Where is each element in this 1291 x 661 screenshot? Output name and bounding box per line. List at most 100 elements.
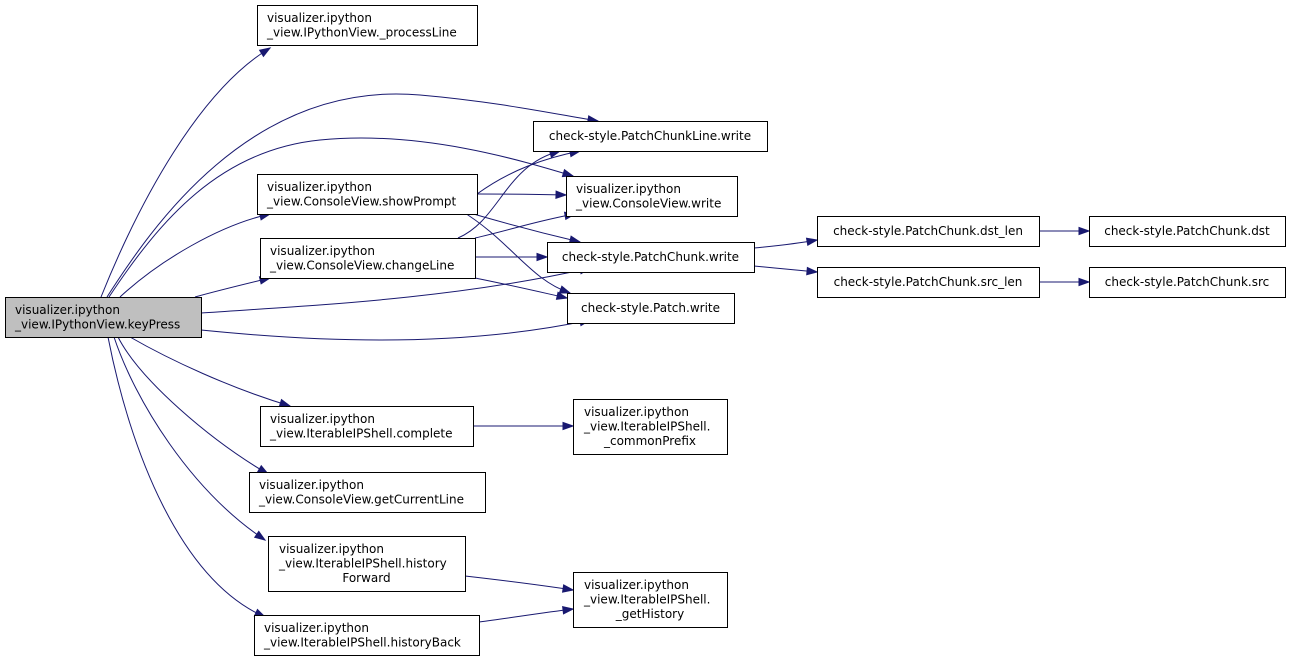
node-box [260, 406, 474, 447]
edge-keyPress-to-showPrompt [119, 212, 272, 298]
node-box [254, 615, 480, 656]
node-box [547, 242, 755, 273]
node-dst[interactable]: check-style.PatchChunk.dst [1089, 216, 1286, 247]
node-label-line: Forward [342, 571, 390, 585]
node-cv_write[interactable]: visualizer.ipython_view.ConsoleView.writ… [566, 176, 738, 217]
node-label-line: visualizer.ipython [279, 542, 384, 556]
edge-line [117, 336, 269, 475]
edge-complete-to-commonPrefix [473, 421, 575, 431]
node-box [5, 297, 202, 338]
edge-keyPress-to-p_write [200, 317, 592, 341]
edge-historyBack-to-getHistory [478, 606, 575, 623]
edge-line [457, 150, 561, 239]
edge-arrowhead [278, 398, 292, 408]
node-label-line: visualizer.ipython [270, 412, 375, 426]
node-label-line: _view.IterableIPShell.complete [269, 426, 453, 440]
node-label-line: check-style.Patch.write [581, 301, 720, 315]
node-label-line: check-style.PatchChunkLine.write [549, 129, 751, 143]
node-label-line: _view.IPythonView.keyPress [14, 317, 180, 331]
edge-arrowhead [258, 47, 272, 58]
edge-arrowhead [805, 237, 819, 247]
node-label-line: _view.IterableIPShell.historyBack [263, 635, 461, 649]
edge-line [478, 608, 574, 623]
edge-src_len-to-src [1038, 277, 1091, 287]
node-label-line: check-style.PatchChunk.dst [1104, 224, 1270, 238]
node-historyBack[interactable]: visualizer.ipython_view.IterableIPShell.… [254, 615, 480, 656]
node-label-line: _view.ConsoleView.getCurrentLine [258, 492, 464, 506]
node-box [257, 174, 478, 215]
node-p_write[interactable]: check-style.Patch.write [567, 293, 735, 324]
nodes-layer: visualizer.ipython _view.IPythonView.keyP… [5, 5, 1286, 656]
node-label-line: check-style.PatchChunk.write [562, 250, 739, 264]
edge-dst_len-to-dst [1039, 226, 1091, 236]
edge-arrowhead [253, 530, 267, 541]
edge-changeLine-to-p_write [474, 277, 569, 300]
edge-pc_write-to-src_len [753, 265, 819, 276]
edge-arrowhead [555, 190, 568, 200]
node-historyForward[interactable]: visualizer.ipython_view.IterableIPShell.… [268, 536, 466, 592]
edge-arrowhead [561, 584, 575, 593]
node-pc_write[interactable]: check-style.PatchChunk.write [547, 242, 755, 273]
edge-arrowhead [1078, 226, 1091, 236]
node-label-line: visualizer.ipython [584, 405, 689, 419]
edge-line [200, 267, 591, 314]
node-getCurrentLine[interactable]: visualizer.ipython_view.ConsoleView.getC… [249, 472, 486, 513]
node-box [566, 176, 738, 217]
node-getHistory[interactable]: visualizer.ipython_view.IterableIPShell.… [573, 572, 728, 628]
node-dst_len[interactable]: check-style.PatchChunk.dst_len [817, 216, 1040, 247]
edge-line [200, 319, 591, 341]
node-label-line: _view.ConsoleView.changeLine [269, 258, 454, 272]
edge-line [194, 277, 271, 298]
edge-line [476, 193, 567, 196]
node-box [268, 536, 466, 592]
edge-line [474, 213, 576, 239]
node-box [533, 121, 768, 152]
edge-keyPress-to-changeLine [194, 276, 272, 298]
node-label-line: visualizer.ipython [264, 621, 369, 635]
node-box [817, 216, 1040, 247]
edge-showPrompt-to-cv_write [476, 190, 568, 200]
node-label-line: _commonPrefix [603, 434, 696, 448]
node-label-line: visualizer.ipython [576, 182, 681, 196]
edge-keyPress-to-getCurrentLine [117, 336, 270, 475]
edge-arrowhead [558, 285, 572, 294]
node-label-line: visualizer.ipython [259, 478, 364, 492]
node-commonPrefix[interactable]: visualizer.ipython_view.IterableIPShell.… [573, 399, 728, 455]
edge-line [464, 575, 574, 591]
edge-arrowhead [555, 291, 569, 300]
edge-line [107, 336, 266, 618]
node-complete[interactable]: visualizer.ipython_view.IterableIPShell.… [260, 406, 474, 447]
edge-keyPress-to-complete [129, 336, 292, 408]
node-box [257, 5, 478, 46]
node-pcl_write[interactable]: check-style.PatchChunkLine.write [533, 121, 768, 152]
node-label-line: _view.ConsoleView.write [575, 196, 721, 210]
node-box [567, 293, 735, 324]
edge-keyPress-to-processLine [100, 47, 272, 298]
edge-arrowhead [1078, 277, 1091, 287]
edge-arrowhead [536, 252, 549, 262]
node-src[interactable]: check-style.PatchChunk.src [1089, 267, 1286, 298]
edge-historyForward-to-getHistory [464, 575, 575, 593]
edge-line [108, 137, 574, 298]
node-label-line: check-style.PatchChunk.src_len [834, 275, 1023, 289]
node-label-line: _view.IterableIPShell. [583, 420, 710, 434]
node-src_len[interactable]: check-style.PatchChunk.src_len [817, 267, 1040, 298]
node-showPrompt[interactable]: visualizer.ipython_view.ConsoleView.show… [257, 174, 478, 215]
node-box [573, 572, 728, 628]
node-keyPress[interactable]: visualizer.ipython_view.IPythonView.keyP… [5, 297, 202, 338]
edge-pc_write-to-dst_len [753, 237, 819, 249]
node-processLine[interactable]: visualizer.ipython_view.IPythonView._pro… [257, 5, 478, 46]
edge-keyPress-to-historyForward [113, 336, 267, 541]
edge-line [459, 209, 571, 294]
node-label-line: visualizer.ipython [270, 244, 375, 258]
node-label-line: _view.IPythonView._processLine [266, 25, 457, 39]
edge-line [129, 336, 291, 407]
edge-line [106, 93, 599, 298]
edge-showPrompt-to-p_write [459, 209, 572, 294]
node-changeLine[interactable]: visualizer.ipython_view.ConsoleView.chan… [260, 238, 476, 279]
node-label-line: visualizer.ipython [584, 578, 689, 592]
edge-arrowhead [562, 606, 575, 615]
node-label-line: visualizer.ipython [267, 11, 372, 25]
node-box [1089, 216, 1286, 247]
